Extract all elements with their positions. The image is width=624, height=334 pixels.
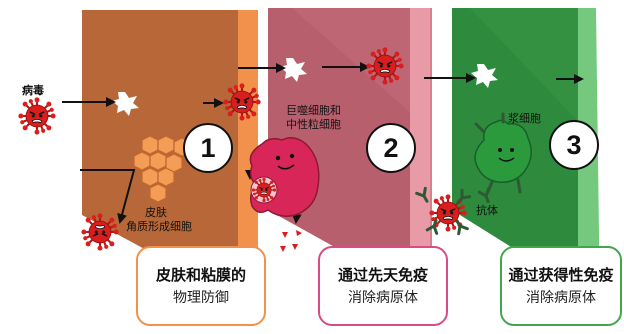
macrophage-cell <box>249 137 320 252</box>
step-1-title: 皮肤和粘膜的 <box>155 265 246 284</box>
macrophage-label-line2: 中性粒细胞 <box>286 118 341 131</box>
step-2-card: 通过先天免疫 消除病原体 <box>318 246 448 326</box>
step-1-number: 1 <box>183 123 233 173</box>
step-2-subtitle: 消除病原体 <box>348 289 418 306</box>
keratinocyte-cells <box>133 135 191 203</box>
step-3-subtitle: 消除病原体 <box>526 289 596 306</box>
keratinocytes-label: 角质形成细胞 <box>126 220 192 233</box>
barrier-holes <box>112 58 498 116</box>
step-1-subtitle: 物理防御 <box>173 289 229 306</box>
virus-label: 病毒 <box>22 84 44 97</box>
antibody-label: 抗体 <box>476 204 498 217</box>
step-3-title: 通过获得性免疫 <box>508 265 614 284</box>
step-1-card: 皮肤和粘膜的 物理防御 <box>136 246 266 326</box>
skin-label: 皮肤 <box>145 206 167 219</box>
step-3-number: 3 <box>549 120 599 170</box>
plasma-cell-label: 浆细胞 <box>508 112 541 125</box>
step-2-title: 通过先天免疫 <box>337 265 428 284</box>
step-2-number: 2 <box>366 123 416 173</box>
macrophage-label-line1: 巨噬细胞和 <box>286 104 341 117</box>
virus-path-arrows <box>62 62 584 224</box>
step-3-card: 通过获得性免疫 消除病原体 <box>500 246 622 326</box>
